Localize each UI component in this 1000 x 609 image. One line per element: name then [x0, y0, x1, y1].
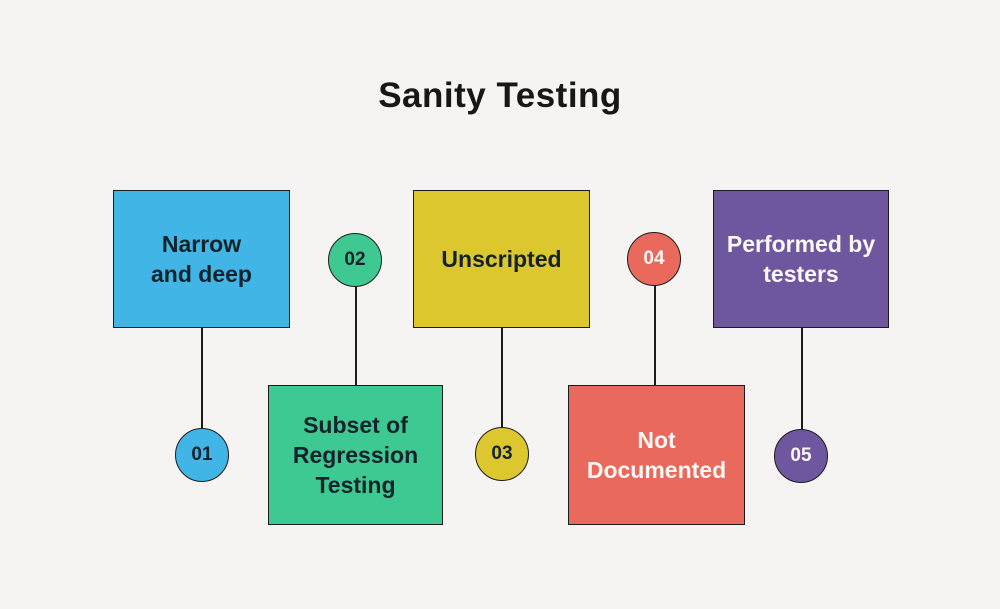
box-unscripted: Unscripted: [413, 190, 590, 328]
number-badge-01: 01: [175, 428, 229, 482]
box-label-narrow-and-deep: Narrow and deep: [151, 231, 252, 287]
box-not-documented: Not Documented: [568, 385, 745, 525]
box-performed-by-testers: Performed by testers: [713, 190, 889, 328]
box-narrow-and-deep: Narrow and deep: [113, 190, 290, 328]
connector-line-01: [201, 328, 203, 430]
badge-number-02: 02: [344, 249, 366, 270]
box-label-performed-by-testers: Performed by testers: [726, 231, 876, 287]
box-label-unscripted: Unscripted: [441, 246, 562, 272]
number-badge-02: 02: [328, 233, 382, 287]
box-subset-of-regression-testing: Subset of Regression Testing: [268, 385, 443, 525]
badge-number-04: 04: [643, 248, 665, 269]
connector-line-05: [801, 328, 803, 431]
number-badge-05: 05: [774, 429, 828, 483]
box-label-subset-of-regression-testing: Subset of Regression Testing: [292, 412, 419, 498]
connector-line-03: [501, 328, 503, 429]
box-label-not-documented: Not Documented: [586, 427, 727, 483]
diagram-title: Sanity Testing: [378, 76, 622, 115]
badge-number-05: 05: [790, 445, 812, 466]
badge-number-03: 03: [491, 443, 513, 464]
connector-line-02: [355, 285, 357, 386]
number-badge-04: 04: [627, 232, 681, 286]
badge-number-01: 01: [191, 444, 213, 465]
connector-line-04: [654, 284, 656, 386]
number-badge-03: 03: [475, 427, 529, 481]
